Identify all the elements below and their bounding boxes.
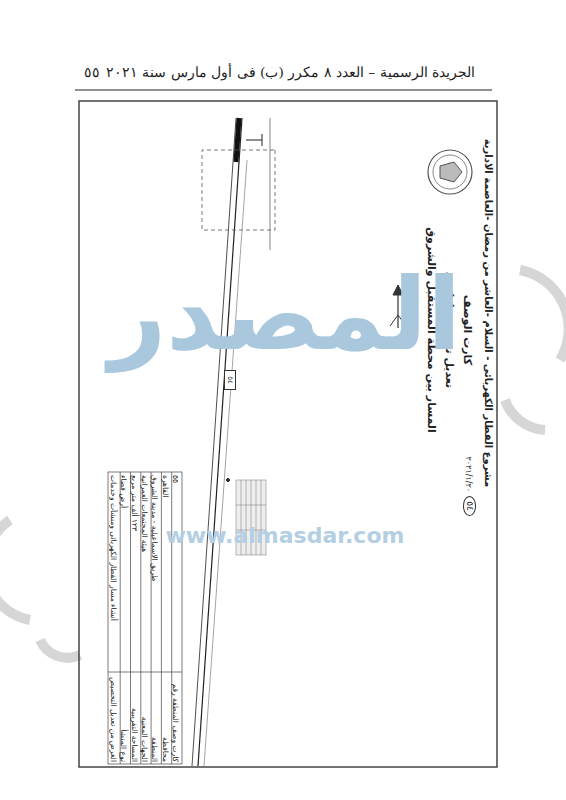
- running-header: الجريدة الرسمية – العدد ٨ مكرر (ب) فى أو…: [110, 64, 475, 81]
- description-table: [108, 472, 182, 764]
- table-field: كارت وصف المنطقة رقم: [170, 675, 180, 762]
- watermark: المصدر: [60, 262, 510, 367]
- sheet-frame: [79, 101, 497, 767]
- card-title: كارت الوصف: [460, 230, 474, 430]
- zone-tag: ٥٤: [224, 370, 236, 390]
- rail-track: [192, 118, 275, 766]
- card-subtitle: تعديل تخصيص اراضى: [442, 230, 456, 430]
- table-field: نوع المنشأ: [119, 675, 129, 762]
- table-field: المساحة التقريبية: [129, 675, 139, 762]
- page-number: ٥٥: [84, 64, 118, 82]
- sheet-number: ٥٤: [463, 496, 476, 516]
- watermark-swirl: [0, 270, 566, 658]
- table-field: الجهات المعنية: [139, 675, 149, 762]
- table-value: هيئة المجتمعات العمرانية: [139, 475, 149, 670]
- project-title: مشروع القطار الكهربائى - السلام -العاشر …: [482, 108, 495, 518]
- route-title: المسار بين محطة المستقبل والشروق: [424, 200, 438, 460]
- table-value: ٥٥: [170, 475, 180, 670]
- table-field: الغرض من تعديل التخصيص: [108, 675, 118, 762]
- state-emblem: [428, 150, 472, 194]
- table-value: القاهرة: [160, 475, 170, 670]
- table-value: ١٢٣ ألف متر مربع: [129, 475, 139, 670]
- stamp-grid: [236, 480, 266, 555]
- watermark-url: www.almasdar.com: [150, 522, 420, 550]
- north-arrow: [390, 285, 406, 328]
- table-value: أنشاء مسار القطار الكهربائى ومنشآت وخدما…: [108, 475, 118, 670]
- sheet-date: ٢٠٢١/١/٢٠: [463, 430, 473, 492]
- table-field: المنطقة: [149, 675, 159, 762]
- table-field: محافظة: [160, 675, 170, 762]
- table-value: طريق الاسماعيلية - مدينة الشروق: [149, 475, 159, 670]
- header-rule: [75, 90, 492, 91]
- table-value: أرض فضاء: [119, 475, 129, 670]
- map-sheet: مشروع القطار الكهربائى - السلام -العاشر …: [78, 100, 498, 768]
- map-drawing: [78, 100, 498, 768]
